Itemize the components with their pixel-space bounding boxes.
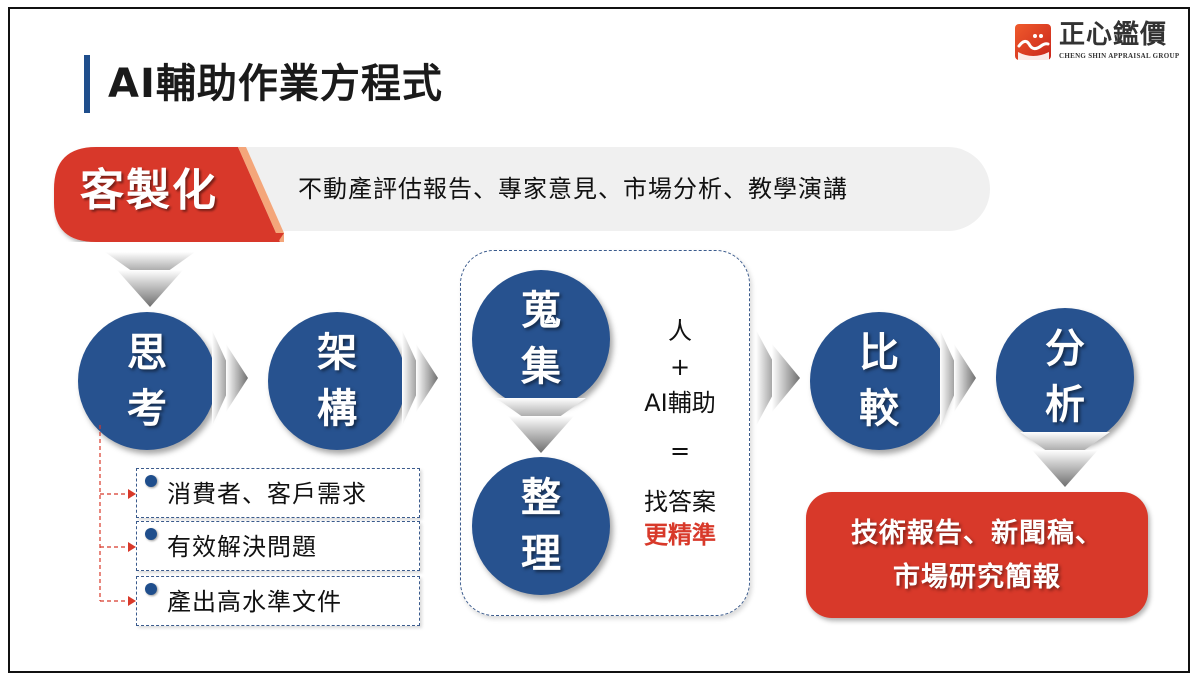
think-output-item: 有效解決問題 [136, 521, 420, 571]
company-logo: 正心鑑價 CHENG SHIN APPRAISAL GROUP [1015, 20, 1179, 62]
step-compare-line2: 較 [859, 386, 899, 432]
step-collect-line2: 集 [521, 344, 561, 390]
think-output-connector [99, 425, 136, 606]
step-frame-line1: 架 [317, 330, 357, 376]
chevron-right-icon [940, 330, 976, 426]
chevron-right-icon [402, 330, 438, 426]
banner-red-tab [54, 147, 284, 242]
think-output-text: 產出高水準文件 [167, 588, 342, 616]
step-frame-circle: 架 構 [268, 312, 406, 450]
bullet-icon [145, 475, 157, 487]
equation-equals: = [669, 437, 691, 465]
logo-heart-icon [1015, 24, 1051, 60]
step-analyze-line2: 析 [1045, 382, 1085, 428]
output-result-line2: 市場研究簡報 [893, 562, 1061, 593]
step-compare-line1: 比 [859, 330, 899, 376]
think-output-item: 產出高水準文件 [136, 576, 420, 626]
equation-result-line1: 找答案 [644, 488, 716, 516]
step-frame-line2: 構 [317, 386, 357, 432]
title-accent-bar [84, 55, 90, 113]
bullet-icon [145, 583, 157, 595]
step-compare-circle: 比 較 [810, 312, 948, 450]
step-analyze-circle: 分 析 [996, 308, 1134, 446]
equation-result-line2: 更精準 [644, 521, 716, 549]
chevron-down-icon [105, 252, 195, 307]
think-output-item: 消費者、客戶需求 [136, 468, 420, 518]
equation-ai: AI輔助 [644, 389, 716, 417]
step-think-line1: 思 [127, 330, 167, 376]
chevron-down-icon [1020, 432, 1110, 487]
equation-plus: + [669, 353, 691, 381]
bullet-icon [145, 528, 157, 540]
step-collect-circle: 蒐 集 [472, 270, 610, 408]
equation-human: 人 [668, 317, 692, 345]
output-result-line1: 技術報告、新聞稿、 [851, 518, 1103, 549]
chevron-down-icon [496, 398, 586, 453]
chevron-right-icon [756, 330, 800, 426]
step-analyze-line1: 分 [1045, 326, 1085, 372]
page-title: AI輔助作業方程式 [108, 61, 443, 107]
ai-assist-group [460, 250, 750, 616]
think-output-text: 有效解決問題 [167, 533, 317, 561]
step-collect-line1: 蒐 [521, 288, 561, 334]
chevron-right-icon [212, 330, 248, 426]
banner-label: 客製化 [80, 165, 218, 216]
banner-text: 不動產評估報告、專家意見、市場分析、教學演講 [298, 175, 848, 203]
banner-background [215, 147, 990, 231]
step-think-circle: 思 考 [78, 312, 216, 450]
step-organize-line2: 理 [521, 531, 561, 577]
step-organize-circle: 整 理 [472, 457, 610, 595]
logo-name-en: CHENG SHIN APPRAISAL GROUP [1059, 52, 1180, 60]
step-think-line2: 考 [127, 386, 167, 432]
step-organize-line1: 整 [521, 475, 561, 521]
think-output-text: 消費者、客戶需求 [167, 480, 367, 508]
output-result-box: 技術報告、新聞稿、 市場研究簡報 [806, 492, 1148, 618]
logo-name-cn: 正心鑑價 [1059, 20, 1168, 50]
